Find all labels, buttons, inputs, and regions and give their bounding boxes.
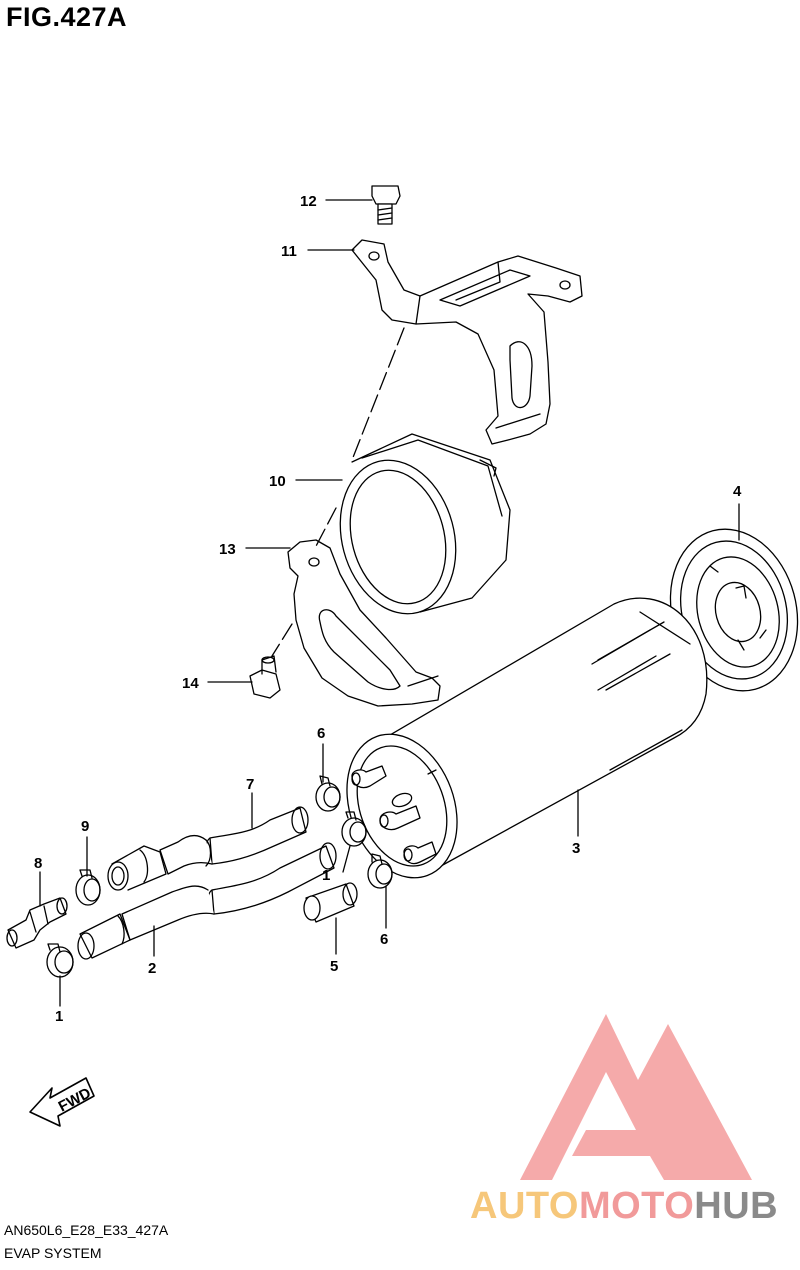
callout-10: 10 [269,473,286,490]
part-1-clamp-middle [341,811,367,847]
part-12-bolt [371,185,401,225]
callout-9: 9 [81,818,89,835]
callout-7: 7 [246,776,254,793]
figure-title: FIG.427A [6,2,128,32]
part-7-hose-upper [107,806,309,891]
part-2-hose-lower [77,842,337,960]
callout-5: 5 [330,958,338,975]
diagram-caption: EVAP SYSTEM [4,1245,102,1261]
callout-3: 3 [572,840,580,857]
part-11-bracket [351,239,583,445]
watermark-auto: AUTO [470,1185,579,1227]
watermark-hub: HUB [694,1185,779,1227]
callout-2: 2 [148,960,156,977]
part-5-short-hose [303,882,358,923]
callout-14: 14 [182,675,199,692]
part-13-bracket [287,539,441,707]
assembly-line-13-14 [271,623,293,657]
watermark-logo [520,1014,752,1180]
assembly-line-10-13 [313,507,337,551]
callout-8: 8 [34,855,42,872]
callout-12: 12 [300,193,317,210]
callout-1-left: 1 [55,1008,63,1025]
leader-lines [39,199,740,1007]
diagram-code: AN650L6_E28_E33_427A [4,1222,169,1238]
callout-1-middle: 1 [322,867,330,884]
part-14-screw [249,655,281,699]
callout-6-lower: 6 [380,931,388,948]
assembly-line-11-10 [351,327,405,461]
part-6-clamp-lower [367,853,393,889]
part-6-clamp-upper [315,775,341,812]
part-9-clamp [75,869,101,906]
watermark-text: AUTOMOTOHUB [470,1185,778,1228]
part-10-rubber-band [339,433,511,615]
part-8-joint [6,897,68,949]
watermark-moto: MOTO [578,1185,695,1227]
callout-13: 13 [219,541,236,558]
fwd-direction-arrow [29,1077,95,1127]
part-1-clamp-left [46,943,74,978]
callout-11: 11 [281,243,297,260]
callout-6-upper: 6 [317,725,325,742]
callout-4: 4 [733,483,742,500]
